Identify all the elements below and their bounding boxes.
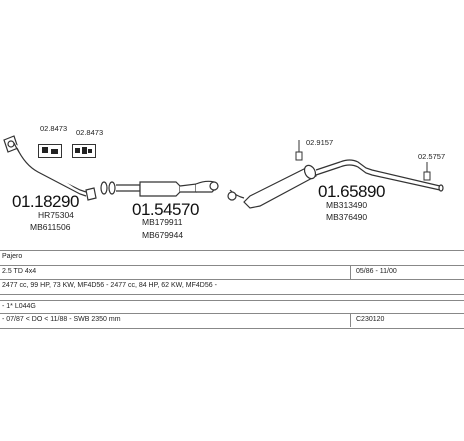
part-number-rear: 01.65890	[318, 182, 385, 201]
clamps	[295, 140, 431, 181]
info-row-engine-detail: 2477 cc, 99 HP, 73 KW, MF4D56 - 2477 cc,…	[0, 279, 464, 289]
accessory-label-right: 02.5757	[418, 152, 446, 161]
accessory-label-mid: 02.9157	[306, 138, 334, 147]
front-pipe	[3, 135, 97, 201]
center-pipe	[100, 180, 219, 197]
info-row-variant: - 07/87 < DO < 11/88 - SWB 2350 mm C2301…	[0, 313, 464, 329]
rear-muffler	[227, 159, 444, 209]
column-divider-2	[350, 313, 351, 327]
model-name: Pajero	[2, 253, 23, 260]
column-divider-1	[350, 265, 351, 279]
part-ref-center-2: MB679944	[142, 230, 184, 240]
part-number-center: 01.54570	[132, 200, 199, 219]
production-dates: 05/86 - 11/00	[356, 268, 397, 275]
part-ref-rear-2: MB376490	[326, 212, 368, 222]
part-ref-front-2: MB611506	[30, 222, 71, 232]
info-row-spacer	[0, 294, 464, 295]
mounting-kit-icon	[72, 144, 96, 158]
info-row-chassis: - 1* L044G	[0, 300, 464, 310]
part-ref-rear-1: MB313490	[326, 200, 368, 210]
part-number-front: 01.18290	[12, 192, 79, 211]
exhaust-diagram: 02.8473 02.8473 02.9157 02.5757 01.18290…	[3, 124, 446, 240]
chassis-code: - 1* L044G	[2, 303, 36, 310]
engine-type: 2.5 TD 4x4	[2, 268, 37, 275]
catalog-code: C230120	[356, 316, 385, 323]
info-row-engine: 2.5 TD 4x4 05/86 - 11/00	[0, 265, 464, 275]
accessory-label-a: 02.8473	[40, 124, 68, 133]
info-row-model: Pajero	[0, 250, 464, 260]
part-ref-front-1: HR75304	[38, 210, 74, 220]
part-ref-center-1: MB179911	[142, 217, 183, 227]
engine-detail: 2477 cc, 99 HP, 73 KW, MF4D56 - 2477 cc,…	[2, 282, 217, 289]
variant-description: - 07/87 < DO < 11/88 - SWB 2350 mm	[2, 316, 121, 323]
accessory-label-b: 02.8473	[76, 128, 104, 137]
gasket-kit-icon	[38, 144, 62, 158]
exhaust-drawing	[3, 135, 444, 209]
